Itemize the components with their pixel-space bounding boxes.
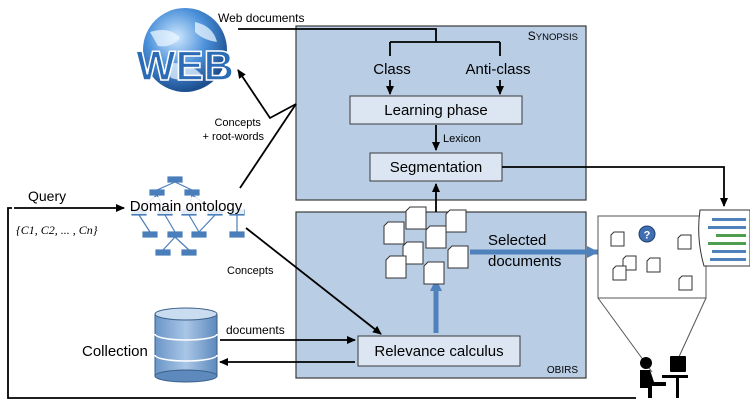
ontology-to-synopsis-line <box>239 103 297 189</box>
obirs-title: OBIRS <box>547 365 578 376</box>
collection-database-icon <box>154 307 218 383</box>
web-documents-label: Web documents <box>218 11 305 25</box>
class-label: Class <box>373 61 411 78</box>
query-formula: {C1, C2, ... , Cn} <box>16 223 98 237</box>
document-stack-icon <box>383 206 469 285</box>
feedback-loop-arrow <box>7 207 636 399</box>
ontology-to-web-arrow <box>237 69 297 120</box>
user-at-computer-icon <box>640 356 688 398</box>
results-view-panel: ? <box>597 215 707 373</box>
concepts-label: Concepts <box>227 265 274 277</box>
learning-phase-box <box>349 95 523 125</box>
concepts-root-label: Concepts + root-words <box>203 117 265 143</box>
segmented-document-icon <box>698 209 750 267</box>
query-label: Query <box>28 188 66 204</box>
anti-class-label: Anti-class <box>465 61 530 78</box>
domain-ontology-label: Domain ontology <box>130 198 243 215</box>
question-mark: ? <box>644 230 651 242</box>
question-icon <box>638 225 656 243</box>
documents-label: documents <box>226 323 285 337</box>
synopsis-title: SYNOPSIS <box>528 29 578 43</box>
collection-label: Collection <box>82 343 148 360</box>
segmentation-box <box>369 152 503 182</box>
relevance-calculus-label: Relevance calculus <box>374 343 503 360</box>
relevance-calculus-box <box>357 335 521 367</box>
selected-documents-label: Selected documents <box>488 232 561 270</box>
web-to-synopsis-connector <box>238 28 501 56</box>
segmentation-label: Segmentation <box>390 159 483 176</box>
ontology-to-relevance-arrow <box>245 227 382 335</box>
ontology-tree-icon <box>131 176 245 256</box>
web-logo-text: WEB <box>136 42 234 89</box>
web-globe-icon: WEB <box>135 8 235 92</box>
lexicon-label: Lexicon <box>443 133 481 145</box>
learning-phase-label: Learning phase <box>384 102 487 119</box>
segmentation-to-results-arrow <box>502 166 728 207</box>
